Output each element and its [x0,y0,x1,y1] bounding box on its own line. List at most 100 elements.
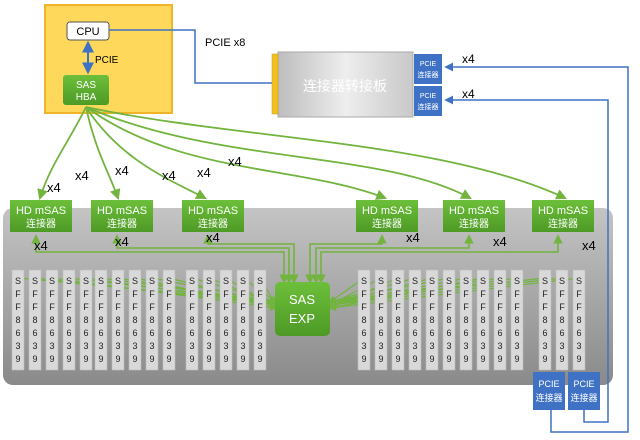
pcie-connector-1 [533,372,565,410]
drive-slot-19-char-5: 6 [412,328,417,338]
host-pcie-label: PCIE [95,55,119,66]
connector-link-label-5: x4 [493,234,507,249]
drive-slot-6-char-6: 3 [98,341,103,351]
hba-link-5 [85,106,472,200]
adapter-pcie-bottom-l1: PCIE [420,93,437,100]
hba-link-label-6: x4 [228,154,242,169]
drive-slot-23-char-2: F [480,289,486,299]
drive-slot-20-char-1: S [429,276,435,286]
hd-msas-connector-3 [182,200,244,232]
drive-slot-9-char-7: 9 [149,354,154,364]
drive-slot-19-char-6: 3 [412,341,417,351]
drive-slot-13-char-4: 8 [223,315,228,325]
drive-slot-19 [408,269,422,371]
drive-slot-5-char-4: 8 [83,315,88,325]
drive-slot-4-char-1: S [66,276,72,286]
drive-slot-7-char-6: 3 [115,341,120,351]
drive-slot-14-char-5: 6 [240,328,245,338]
cpu-label: CPU [76,26,99,38]
drive-slot-16 [357,269,371,371]
drive-slot-12-char-6: 3 [206,341,211,351]
hba-link-label-3: x4 [115,163,129,178]
drive-slot-5-char-1: S [83,276,89,286]
drive-slot-20-char-5: 6 [429,328,434,338]
drive-slot-2-char-3: F [32,302,38,312]
drive-slot-28-char-5: 6 [576,328,581,338]
drive-slot-16-char-2: F [361,289,367,299]
drive-slot-8-char-1: S [132,276,138,286]
drive-slot-2-char-2: F [32,289,38,299]
hd-msas-connector-5 [443,200,505,232]
hd-msas-connector-6-line2: 连接器 [548,217,578,230]
hd-msas-connector-3-line2: 连接器 [198,217,228,230]
drive-slot-6-char-4: 8 [98,315,103,325]
drive-slot-26-char-4: 8 [542,315,547,325]
drive-slot-4-char-3: F [66,302,72,312]
hba-link-1 [37,106,87,201]
drive-slot-24-char-3: F [497,302,503,312]
hba-label-1: SAS [76,80,96,91]
hd-msas-connector-4-line2: 连接器 [372,217,402,230]
drive-slot-23 [476,269,490,371]
drive-slot-28-char-6: 3 [576,341,581,351]
drive-slot-9-char-4: 8 [149,315,154,325]
pcie-x8-label: PCIE x8 [205,37,245,49]
drive-slot-27-char-1: S [559,276,565,286]
pcie-connector-2 [568,372,600,410]
drive-slot-6-char-7: 9 [98,354,103,364]
drive-slot-22-char-3: F [463,302,469,312]
drive-slot-18-char-4: 8 [395,315,400,325]
drive-slot-17-char-5: 6 [378,328,383,338]
drive-slot-21 [442,269,456,371]
drive-slot-11-char-4: 8 [189,315,194,325]
adapter-link-top-label: x4 [462,52,475,66]
drive-slot-23-char-6: 3 [480,341,485,351]
hba-link-6 [85,106,567,200]
drive-slot-10-char-2: F [166,289,172,299]
drive-slot-27-char-3: F [559,302,565,312]
drive-slot-23-char-4: 8 [480,315,485,325]
drive-slot-27-char-5: 6 [559,328,564,338]
hba-link-3 [85,106,207,199]
drive-slot-26 [538,269,552,371]
drive-slot-11-char-3: F [189,302,195,312]
sas-expander [275,282,330,336]
sas-hba-box [63,75,109,105]
pcie-connector-1-l2: 连接器 [535,392,562,403]
drive-slot-26-char-5: 6 [542,328,547,338]
drive-slot-8-char-5: 6 [132,328,137,338]
drive-slot-28-char-1: S [576,276,582,286]
drive-slot-24-char-6: 3 [497,341,502,351]
pcie-connector-1-l1: PCIE [538,379,559,389]
drive-slot-18 [391,269,405,371]
drive-slot-13 [219,269,233,371]
drive-slot-20-char-2: F [429,289,435,299]
drive-slot-17-char-2: F [378,289,384,299]
hd-msas-connector-6-line1: HD mSAS [538,205,588,217]
hba-link-4 [85,106,388,200]
adapter-pcie-connector-top [414,54,442,84]
drive-slot-11-char-1: S [189,276,195,286]
drive-slot-20-char-4: 8 [429,315,434,325]
drive-slot-26-char-6: 3 [542,341,547,351]
drive-slot-22-char-4: 8 [463,315,468,325]
drive-slot-25-char-1: S [514,276,520,286]
drive-slot-27-char-2: F [559,289,565,299]
drive-slot-24-char-7: 9 [497,354,502,364]
drive-slot-19-char-7: 9 [412,354,417,364]
hd-msas-connector-6 [532,200,594,232]
drive-slot-21-char-2: F [446,289,452,299]
drive-slot-11-char-5: 6 [189,328,194,338]
drive-slot-15-char-5: 6 [257,328,262,338]
hba-link-label-5: x4 [197,165,211,180]
drive-slot-9-char-5: 6 [149,328,154,338]
connector-link-label-1: x4 [34,238,48,253]
drive-slot-5 [79,269,93,371]
drive-slot-14 [236,269,250,371]
drive-slot-3 [45,269,59,371]
drive-slot-16-char-3: F [361,302,367,312]
connector-link-label-6: x4 [582,238,596,253]
drive-slot-22 [459,269,473,371]
drive-slot-6-char-5: 6 [98,328,103,338]
drive-slot-20-char-7: 9 [429,354,434,364]
